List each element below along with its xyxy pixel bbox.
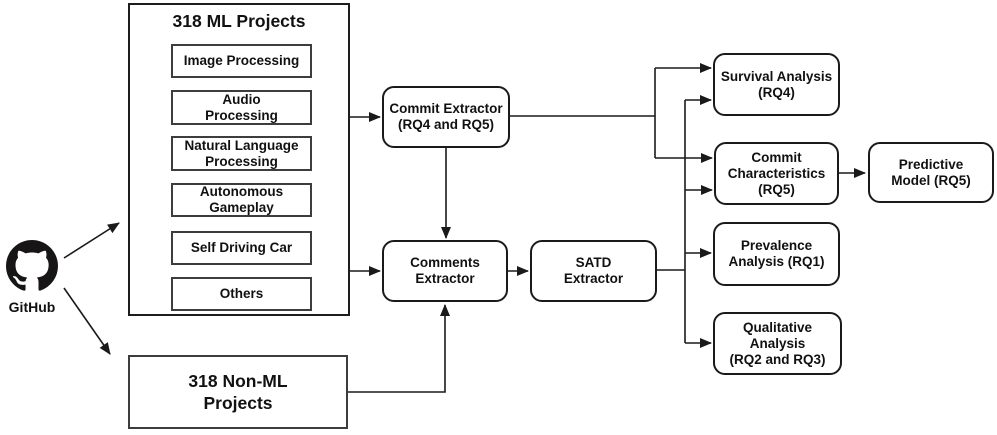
github-source: GitHub — [3, 240, 61, 315]
commit-characteristics-box: Commit Characteristics (RQ5) — [714, 142, 839, 205]
predictive-model-box: Predictive Model (RQ5) — [868, 142, 994, 203]
comments-extractor-box: Comments Extractor — [382, 240, 508, 302]
category-self-driving-car: Self Driving Car — [171, 231, 312, 265]
arrow-nonml-to-comments-extractor — [348, 304, 450, 393]
non-ml-projects-box: 318 Non-ML Projects — [128, 355, 348, 429]
qualitative-analysis-box: Qualitative Analysis (RQ2 and RQ3) — [713, 312, 842, 375]
category-audio-processing: Audio Processing — [171, 90, 312, 125]
arrow-github-to-ml-projects — [63, 222, 120, 259]
github-octocat-icon — [6, 240, 58, 291]
github-label: GitHub — [8, 299, 56, 315]
category-others: Others — [171, 277, 312, 311]
ml-projects-title: 318 ML Projects — [172, 11, 306, 31]
satd-extractor-box: SATD Extractor — [530, 240, 657, 302]
commit-extractor-box: Commit Extractor (RQ4 and RQ5) — [382, 86, 510, 148]
prevalence-analysis-box: Prevalence Analysis (RQ1) — [713, 222, 840, 286]
category-image-processing: Image Processing — [171, 44, 312, 78]
survival-analysis-box: Survival Analysis (RQ4) — [713, 53, 840, 116]
arrow-github-to-nonml-projects — [63, 287, 111, 355]
category-autonomous-gameplay: Autonomous Gameplay — [171, 183, 312, 217]
category-natural-language-processing: Natural Language Processing — [171, 136, 312, 171]
